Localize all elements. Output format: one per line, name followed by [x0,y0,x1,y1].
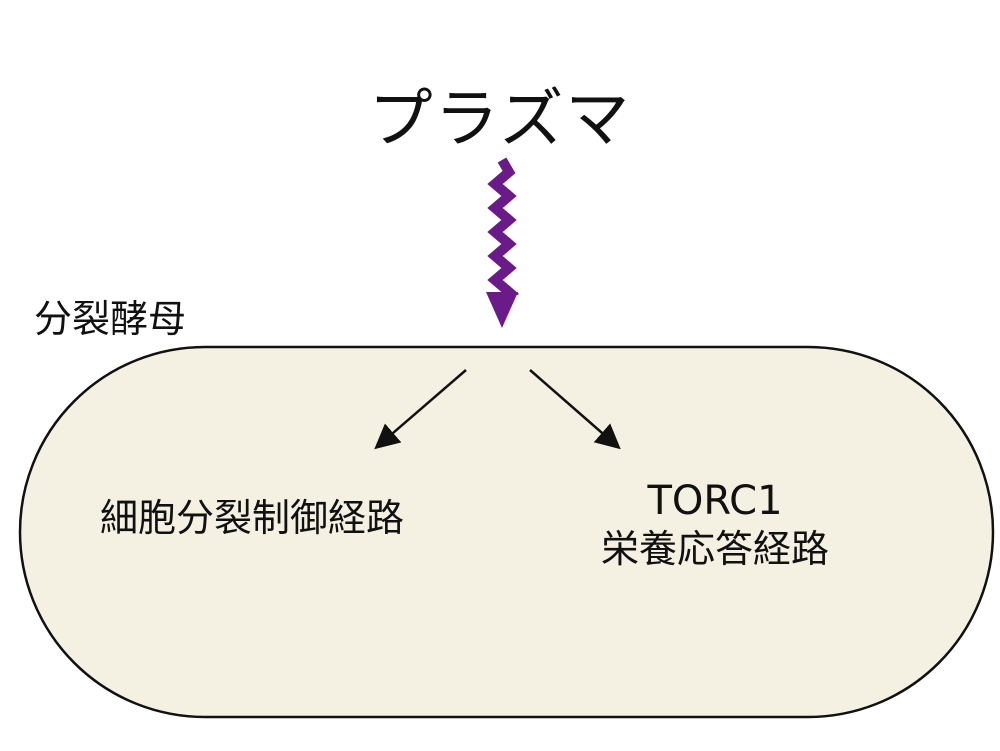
cell-division-pathway-label: 細胞分裂制御経路 [100,496,405,540]
yeast-cell-outline [18,345,995,719]
arrow-to-torc1-pathway [529,369,621,450]
arrow-to-cell-division-pathway [374,369,467,450]
plasma-zigzag-shaft [487,157,520,299]
plasma-title: プラズマ [368,83,632,157]
plasma-arrowhead [486,292,518,328]
torc1-label-line1: TORC1 [647,478,783,524]
torc1-pathway-label: TORC1 栄養応答経路 [565,478,865,574]
plasma-zigzag-arrow [486,157,520,328]
fission-yeast-label: 分裂酵母 [34,297,187,341]
nutrient-response-pathway-label: 栄養応答経路 [600,527,829,571]
